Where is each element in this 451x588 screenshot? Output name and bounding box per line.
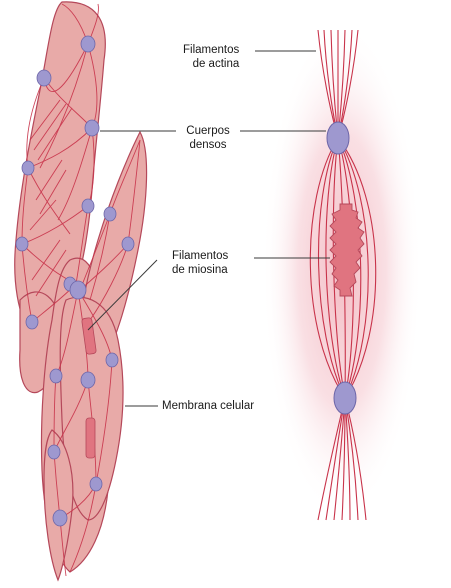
leader-line-miosina-left (87, 259, 158, 331)
label-line: de miosina (172, 264, 228, 276)
dense-body (80, 371, 96, 389)
dense-body (105, 352, 119, 368)
label-membrana-celular: Membrana celular (162, 399, 254, 413)
dense-body (21, 160, 35, 176)
dense-body (36, 69, 52, 87)
dense-body (15, 236, 29, 252)
dense-body (326, 121, 350, 155)
myosin-filament (329, 203, 365, 297)
dense-body (81, 198, 95, 214)
label-line: Cuerpos (186, 125, 230, 137)
muscle-cell (59, 296, 124, 521)
dense-body (84, 119, 100, 137)
single-cell-detail (262, 20, 422, 521)
label-line: Filamentos (183, 44, 240, 56)
leader-lines (87, 50, 330, 407)
label-line: densos (189, 139, 227, 151)
dense-body (80, 35, 96, 53)
label-line: de actina (192, 58, 240, 70)
muscle-cell-group (14, 1, 148, 582)
dense-body (69, 280, 87, 300)
label-line: Filamentos (172, 250, 229, 262)
dense-body (121, 236, 135, 252)
dense-body (52, 509, 68, 527)
dense-body (25, 314, 39, 330)
label-line: Membrana celular (162, 400, 255, 412)
dense-body (333, 381, 357, 415)
dense-body (89, 476, 103, 492)
dense-bodies-left (15, 35, 135, 527)
label-filamentos-miosina: Filamentos de miosina (172, 249, 228, 277)
myosin-filaments-left (81, 317, 97, 459)
dense-body (49, 368, 63, 384)
dense-body (103, 206, 117, 222)
label-cuerpos-densos: Cuerpos densos (178, 124, 238, 152)
dense-body (47, 444, 61, 460)
label-filamentos-actina: Filamentos de actina (183, 43, 239, 71)
